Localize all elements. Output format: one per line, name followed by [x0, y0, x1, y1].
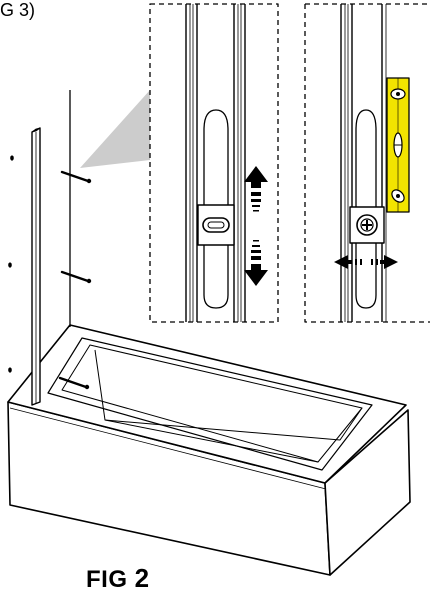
detail-panel-adjustment: [149, 3, 279, 323]
figure-caption-prefix: FIG: [86, 566, 128, 593]
figure-reference-fragment: G 3): [0, 0, 36, 20]
vertical-adjust-arrow: [244, 166, 268, 286]
bathtub: [7, 324, 411, 576]
spirit-level: [386, 77, 410, 213]
figure-caption: FIG 2: [86, 563, 150, 594]
detail-panel-levelling: [304, 3, 430, 323]
figure-caption-number: 2: [134, 563, 150, 593]
wall-hole-markers: [8, 155, 14, 373]
detail-callout-cone: [80, 90, 150, 168]
wall-profile: [31, 127, 41, 406]
wall-screws: [58, 170, 92, 390]
horizontal-adjust-arrow: [334, 255, 398, 269]
